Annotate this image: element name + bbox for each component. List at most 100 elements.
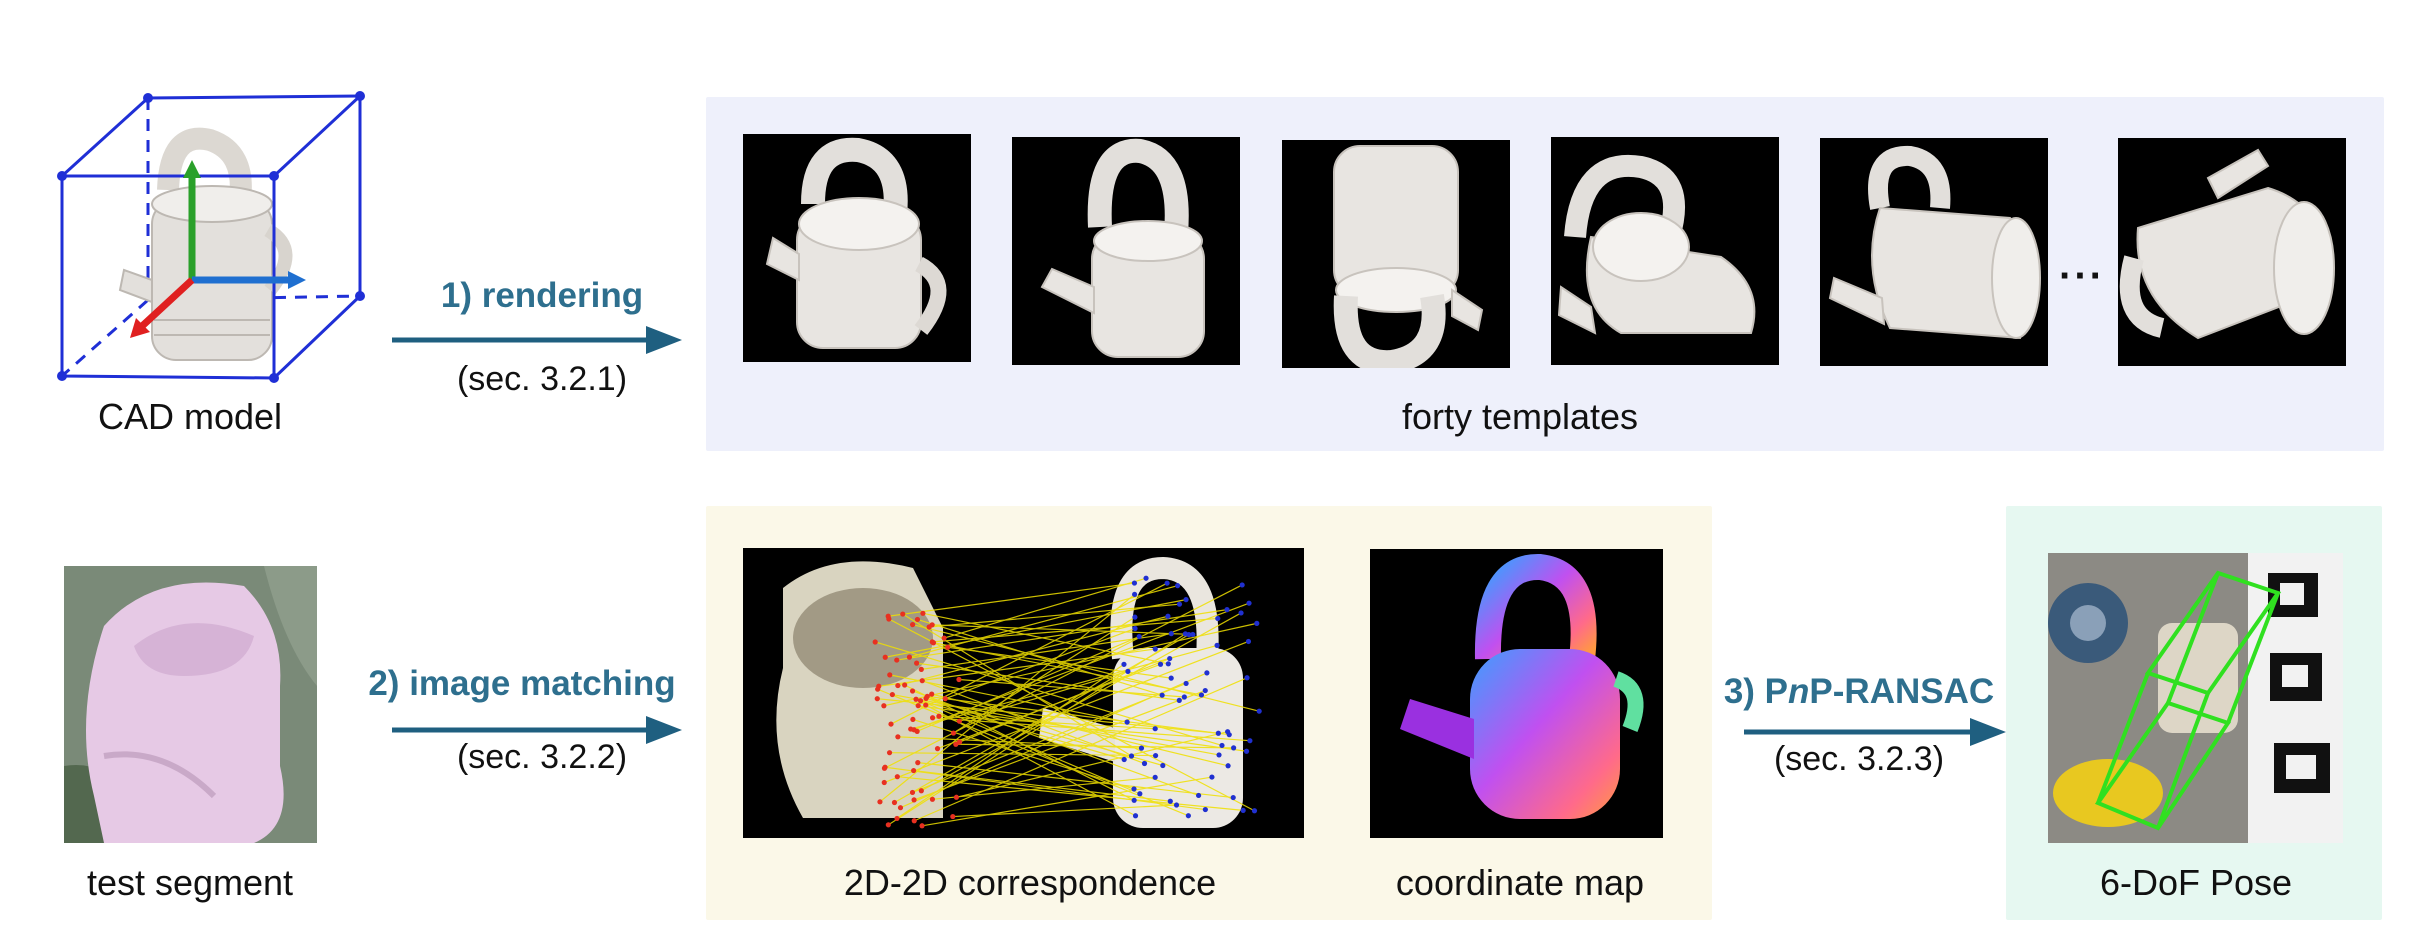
test-segment-image — [64, 566, 317, 843]
keypoint-source — [914, 616, 921, 623]
match-line — [917, 762, 1234, 799]
keypoint-source — [945, 644, 951, 650]
keypoint-template — [1225, 763, 1231, 769]
keypoint-template — [1204, 670, 1210, 676]
keypoint-source — [936, 713, 942, 719]
keypoint-source — [910, 716, 916, 723]
keypoint-template — [1256, 708, 1262, 714]
keypoint-template — [1244, 675, 1250, 681]
keypoint-source — [942, 696, 948, 702]
match-line — [884, 640, 1249, 784]
keypoint-source — [894, 815, 900, 822]
match-line — [929, 603, 1180, 628]
keypoint-template — [1152, 774, 1158, 780]
keypoint-template — [1185, 813, 1191, 819]
keypoint-source — [897, 805, 904, 811]
keypoint-source — [885, 613, 891, 619]
keypoint-source — [909, 688, 916, 694]
match-line — [913, 602, 1250, 731]
keypoint-template — [1152, 726, 1158, 732]
keypoint-template — [1132, 813, 1139, 819]
keypoint-template — [1124, 719, 1130, 725]
match-line — [884, 584, 1243, 769]
keypoint-template — [1159, 692, 1165, 698]
keypoint-template — [1238, 610, 1244, 616]
keypoint-source — [911, 727, 917, 733]
match-line — [953, 616, 1136, 734]
match-line — [945, 627, 1136, 700]
keypoint-source — [919, 678, 925, 684]
keypoint-template — [1254, 620, 1260, 626]
keypoint-source — [882, 764, 888, 770]
keypoint-source — [895, 682, 901, 689]
keypoint-template — [1243, 748, 1250, 754]
keypoint-template — [1190, 631, 1196, 638]
match-line — [921, 776, 1213, 827]
pnp-arrow — [1744, 718, 2006, 746]
match-line — [959, 657, 1170, 743]
keypoint-source — [895, 734, 901, 740]
pnp-step-ref: (sec. 3.2.3) — [1773, 740, 1945, 778]
keypoint-template — [1141, 760, 1148, 767]
keypoint-source — [894, 657, 900, 663]
keypoint-source — [924, 693, 930, 699]
keypoint-source — [923, 702, 929, 708]
keypoint-template — [1157, 661, 1164, 667]
match-line — [877, 688, 1189, 817]
keypoint-template — [1181, 694, 1187, 700]
keypoint-source — [956, 718, 962, 724]
match-line — [917, 618, 1163, 696]
keypoint-template — [1175, 583, 1181, 589]
correspondence-caption: 2D-2D correspondence — [843, 862, 1217, 903]
keypoint-source — [913, 696, 919, 702]
keypoint-template — [1251, 808, 1258, 814]
template-4 — [1551, 137, 1779, 365]
keypoint-template — [1176, 601, 1183, 607]
keypoint-template — [1224, 607, 1230, 613]
match-line — [912, 690, 1199, 797]
keypoint-source — [886, 750, 893, 756]
keypoint-template — [1138, 745, 1145, 751]
match-line — [897, 736, 1142, 749]
keypoint-source — [941, 635, 947, 641]
keypoint-template — [1125, 668, 1131, 674]
keypoint-template — [1165, 613, 1171, 619]
keypoint-template — [1183, 680, 1189, 687]
match-line — [959, 670, 1129, 722]
cad-model-image — [40, 80, 380, 390]
keypoint-source — [953, 794, 960, 800]
matching-step-title: 2) image matching — [368, 664, 676, 703]
keypoint-source — [872, 639, 878, 645]
match-line — [914, 677, 1248, 822]
keypoint-template — [1240, 807, 1246, 814]
keypoint-template — [1186, 632, 1192, 638]
keypoint-template — [1143, 575, 1149, 581]
match-line — [921, 633, 1172, 670]
keypoint-template — [1214, 642, 1220, 648]
keypoint-template — [1245, 638, 1252, 645]
match-line — [920, 700, 1141, 795]
templates-panel — [706, 97, 2384, 451]
keypoint-source — [882, 654, 888, 660]
keypoint-source — [919, 823, 925, 829]
match-line — [878, 648, 1156, 687]
keypoint-template — [1230, 794, 1236, 801]
template-6 — [2118, 138, 2346, 366]
keypoint-template — [1131, 580, 1138, 586]
keypoint-source — [891, 799, 898, 806]
keypoint-source — [929, 796, 936, 802]
keypoint-source — [874, 696, 880, 702]
keypoint-source — [917, 698, 924, 704]
test-segment-caption: test segment — [86, 862, 294, 903]
keypoint-template — [1128, 753, 1135, 759]
keypoint-source — [920, 610, 926, 616]
match-line — [885, 599, 1187, 658]
keypoint-template — [1121, 661, 1127, 667]
keypoint-source — [918, 666, 924, 672]
keypoint-source — [911, 818, 917, 824]
keypoint-template — [1225, 729, 1231, 735]
keypoint-template — [1121, 756, 1127, 763]
keypoint-source — [909, 789, 916, 796]
keypoint-source — [929, 639, 935, 645]
match-line — [943, 577, 1147, 639]
